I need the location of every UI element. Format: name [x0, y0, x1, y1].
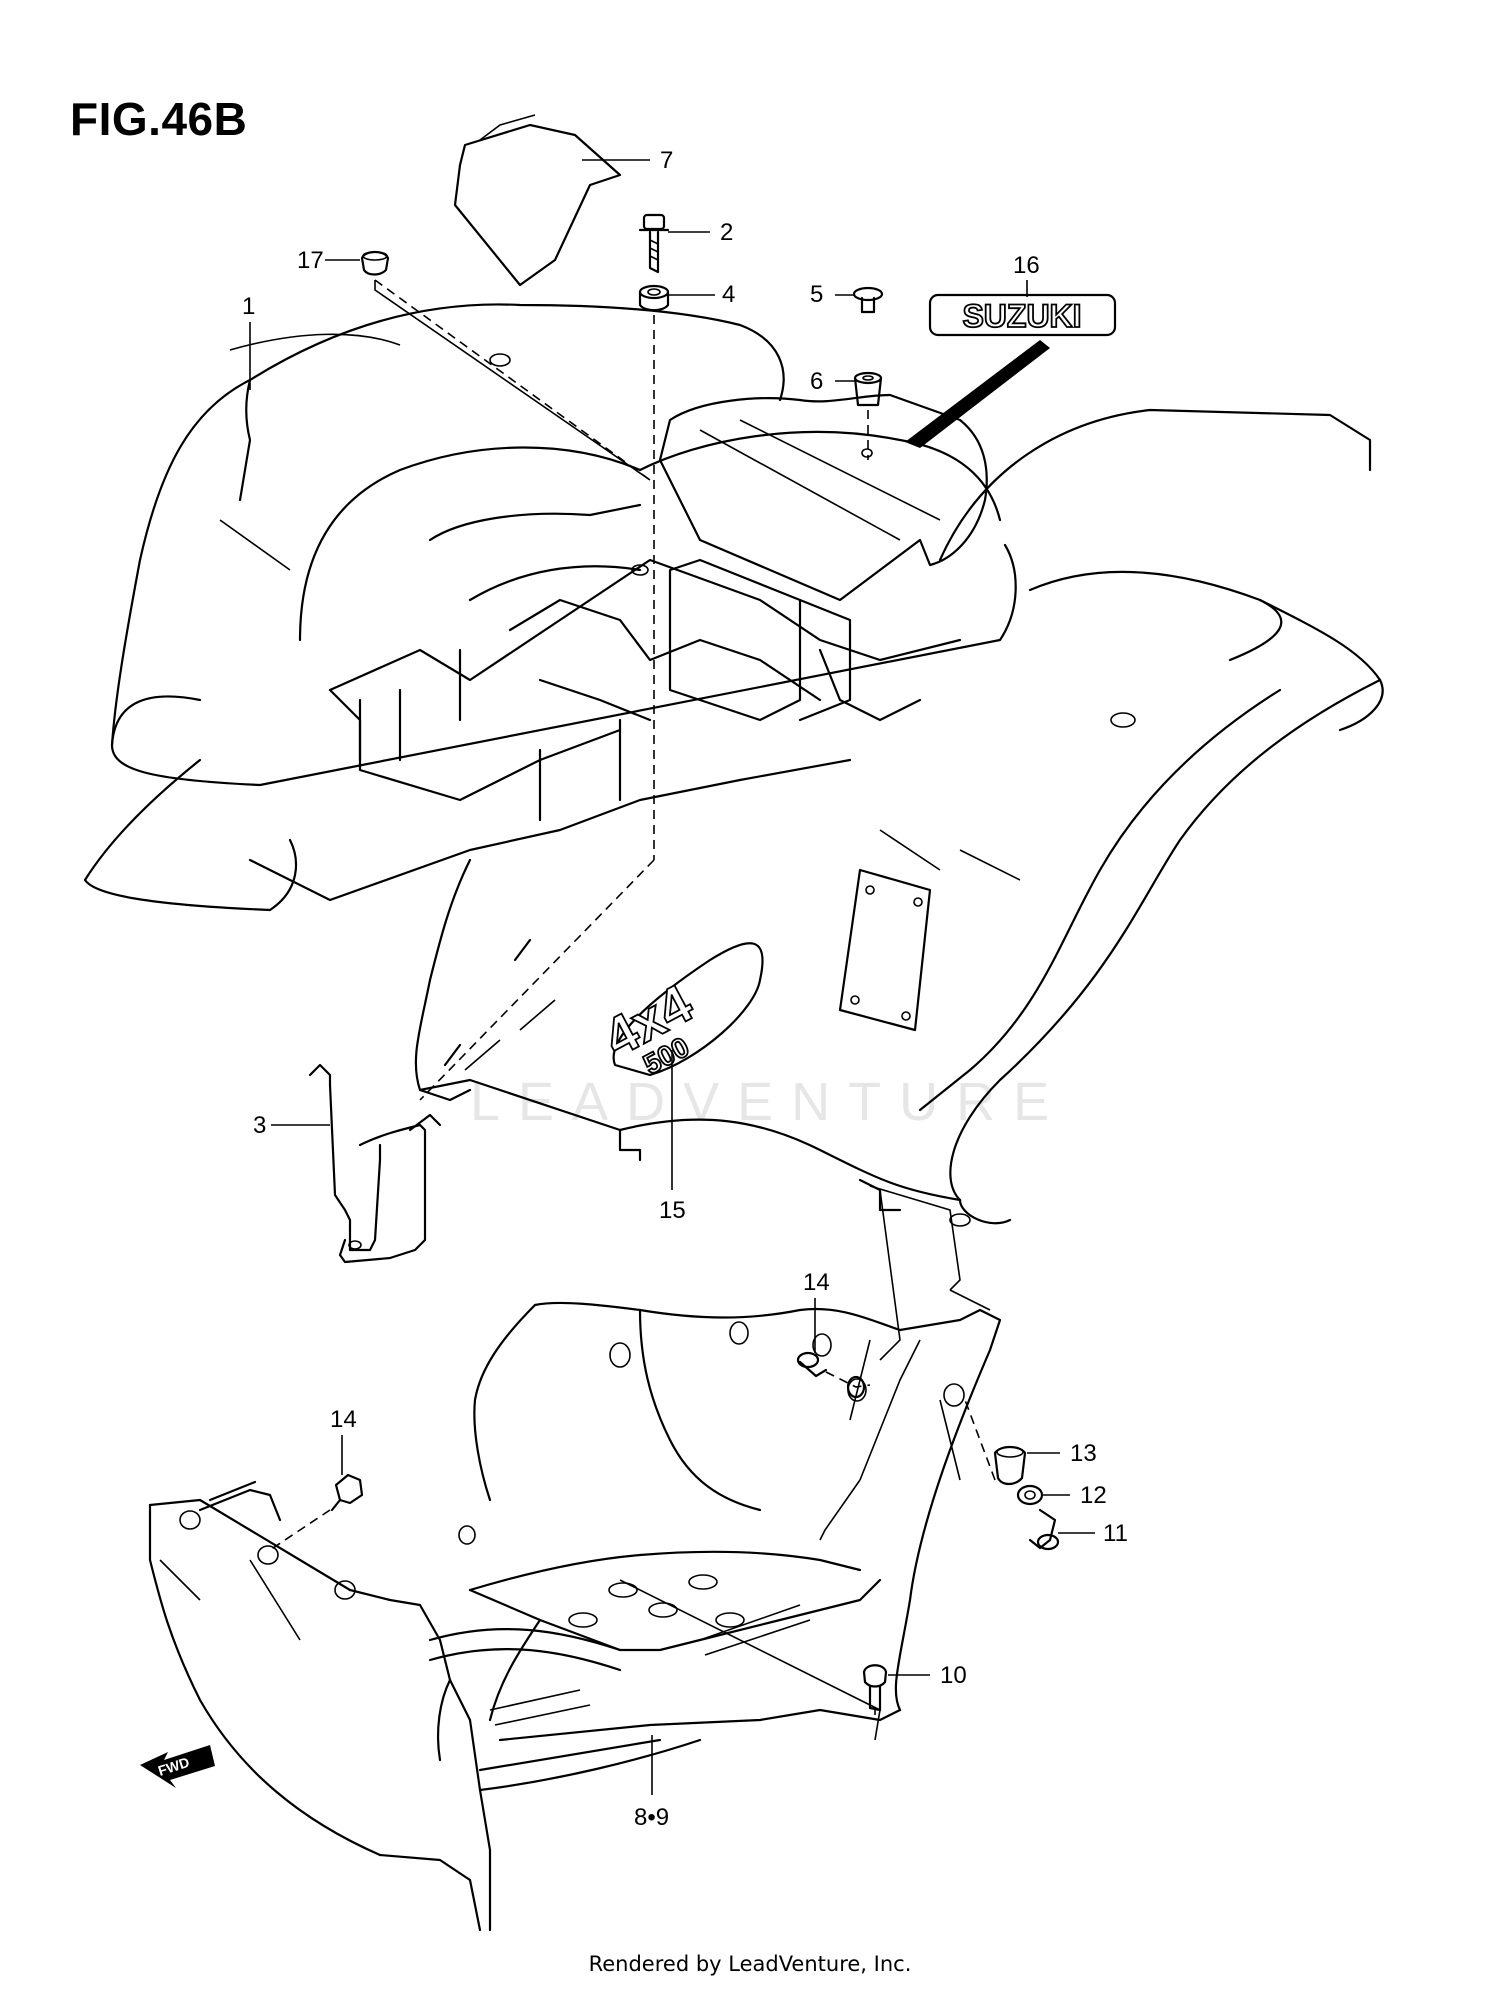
callout-1: 1 [242, 293, 255, 320]
callout-5: 5 [810, 281, 823, 308]
screw-part-14-lower [330, 1473, 364, 1512]
figure-title: FIG.46B [70, 93, 248, 145]
callout-6: 6 [810, 368, 823, 395]
callout-8-9: 8•9 [634, 1804, 669, 1831]
bolt-part-10 [862, 1664, 888, 1712]
callout-17: 17 [297, 247, 324, 274]
callout-15: 15 [659, 1197, 686, 1224]
rear-fender-part [83, 303, 1384, 1227]
bracket-part-3 [308, 1063, 442, 1264]
callout-13: 13 [1070, 1440, 1097, 1467]
footer-credit: Rendered by LeadVenture, Inc. [588, 1952, 912, 1976]
callout-11: 11 [1103, 1520, 1128, 1547]
callout-3: 3 [253, 1112, 266, 1139]
assembly-lines [269, 279, 996, 1741]
brand-decal: SUZUKI [962, 298, 1081, 334]
screw-part-5 [852, 286, 884, 314]
footrest-part-8-9 [148, 1301, 1002, 1932]
fastener-stack-11-13 [993, 1445, 1060, 1551]
forward-direction-marker: FWD [140, 1745, 215, 1788]
callout-7: 7 [660, 147, 673, 174]
callout-2: 2 [720, 219, 733, 246]
callout-12: 12 [1080, 1482, 1107, 1509]
callout-16: 16 [1013, 252, 1040, 279]
callout-4: 4 [722, 281, 735, 308]
watermark-text: LEADVENTURE [470, 1072, 1067, 1132]
callout-14-lower: 14 [330, 1406, 357, 1433]
rear-rack-cover [658, 393, 988, 602]
callout-labels: 7 2 4 17 16 1 5 6 3 15 14 13 12 11 14 10… [242, 147, 1128, 1831]
bolt-part-2 [638, 213, 670, 274]
decal-part-15: 4x4 500 [594, 942, 764, 1081]
collar-part-6 [853, 371, 883, 407]
cap-part-17 [360, 250, 390, 276]
callout-14-upper: 14 [803, 1269, 830, 1296]
grommet-part-4 [638, 284, 670, 312]
callout-10: 10 [940, 1662, 967, 1689]
callout-leaders [249, 159, 1095, 1795]
flap-part-7 [453, 114, 622, 287]
emblem-part-16: SUZUKI [905, 293, 1117, 448]
